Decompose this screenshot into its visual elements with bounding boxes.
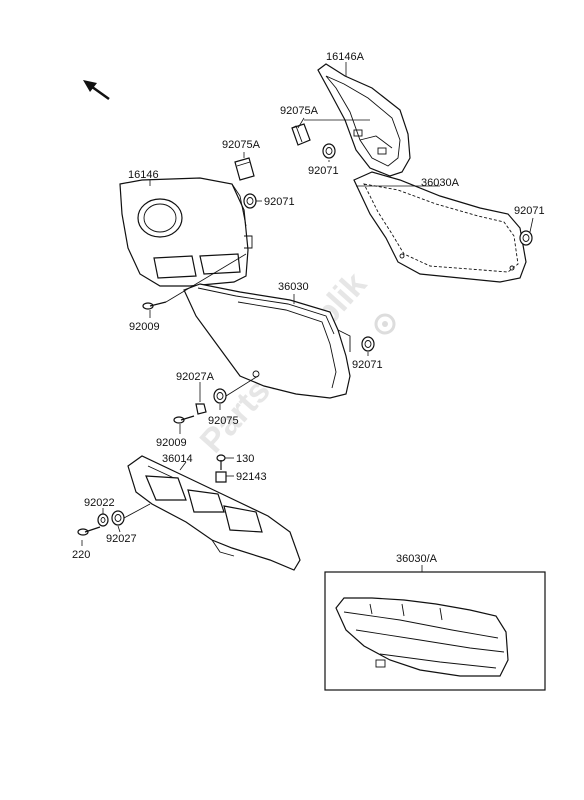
grommet-92071-right — [519, 230, 533, 246]
label-92071-mid: 92071 — [352, 359, 383, 371]
bolt-130 — [216, 454, 226, 470]
inset-36030-A: 36030/A — [324, 553, 546, 691]
side-cover-16146 — [119, 177, 253, 287]
inset-title: 36030/A — [396, 553, 438, 565]
label-92071-left: 92071 — [264, 196, 295, 208]
part-labels: 16146A 92075A 92071 36030A 92071 92075A … — [72, 51, 545, 561]
collar-92143 — [215, 471, 227, 483]
bolt-220 — [77, 526, 101, 536]
label-92143: 92143 — [236, 471, 267, 483]
grommet-92075A-left — [234, 157, 255, 181]
inset-side-cover — [335, 597, 509, 677]
label-92071-top: 92071 — [308, 165, 339, 177]
grommet-92075 — [213, 388, 227, 404]
label-130: 130 — [236, 453, 254, 465]
gear-watermark-icon — [374, 313, 396, 335]
label-36014: 36014 — [162, 453, 193, 465]
label-16146: 16146 — [128, 169, 159, 181]
label-92075A-top: 92075A — [280, 105, 319, 117]
label-16146A: 16146A — [326, 51, 365, 63]
label-92027: 92027 — [106, 533, 137, 545]
collar-92027 — [111, 510, 125, 526]
label-220: 220 — [72, 549, 90, 561]
label-92009-lower: 92009 — [156, 437, 187, 449]
label-92027A: 92027A — [176, 371, 215, 383]
side-cover-36030A — [353, 171, 527, 283]
label-92075A-left: 92075A — [222, 139, 261, 151]
chain-cover-36014 — [127, 455, 301, 571]
side-cover-36030 — [183, 283, 351, 399]
label-92075: 92075 — [208, 415, 239, 427]
grommet-92071-top — [322, 143, 336, 159]
grommet-92071-left — [243, 193, 257, 209]
grommet-92075A-top — [291, 123, 311, 146]
label-36030A: 36030A — [421, 177, 460, 189]
screw-92009-lower — [173, 415, 195, 424]
washer-92027A — [195, 403, 207, 415]
label-92071-right: 92071 — [514, 205, 545, 217]
front-direction-arrow-icon — [83, 80, 110, 101]
label-92022: 92022 — [84, 497, 115, 509]
label-92009-upper: 92009 — [129, 321, 160, 333]
screw-92009-upper — [142, 301, 167, 310]
leader-lines — [81, 62, 534, 546]
grommet-92071-mid — [361, 336, 375, 352]
washer-92022 — [97, 513, 109, 527]
label-36030: 36030 — [278, 281, 309, 293]
